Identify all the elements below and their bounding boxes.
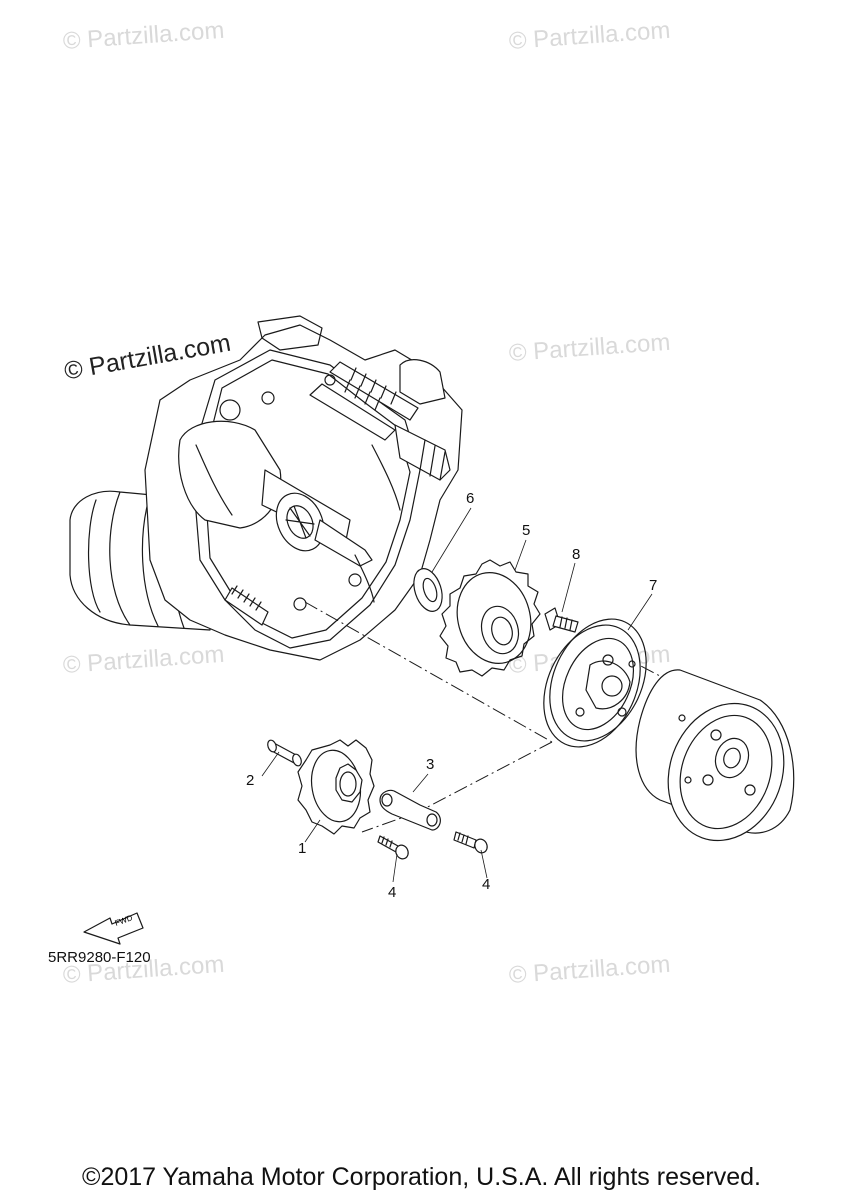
crankcase-illustration xyxy=(69,315,463,661)
callout-4: 4 xyxy=(388,884,397,901)
screw-a xyxy=(377,835,409,860)
callout-2: 2 xyxy=(246,772,255,789)
callout-5: 5 xyxy=(522,522,531,539)
copyright-notice: ©2017 Yamaha Motor Corporation, U.S.A. A… xyxy=(82,1163,761,1191)
diagram-code: 5RR9280-F120 xyxy=(48,949,151,966)
screw-b xyxy=(453,831,488,854)
oil-seal xyxy=(413,568,443,612)
callout-1: 1 xyxy=(298,840,307,857)
fwd-arrow-icon: FWD xyxy=(83,912,144,945)
shaft xyxy=(267,739,302,767)
centerline xyxy=(417,741,553,813)
starter-idle-gear xyxy=(297,739,375,835)
holder-plate xyxy=(379,789,441,831)
callout-7: 7 xyxy=(649,577,658,594)
starter-clutch xyxy=(543,618,647,748)
idler-gear xyxy=(439,559,541,677)
callout-6: 6 xyxy=(466,490,475,507)
flywheel-rotor xyxy=(635,669,795,842)
callout-3: 3 xyxy=(426,756,435,773)
bolt-flange xyxy=(544,607,579,633)
callout-4: 4 xyxy=(482,876,491,893)
callout-8: 8 xyxy=(572,546,581,563)
